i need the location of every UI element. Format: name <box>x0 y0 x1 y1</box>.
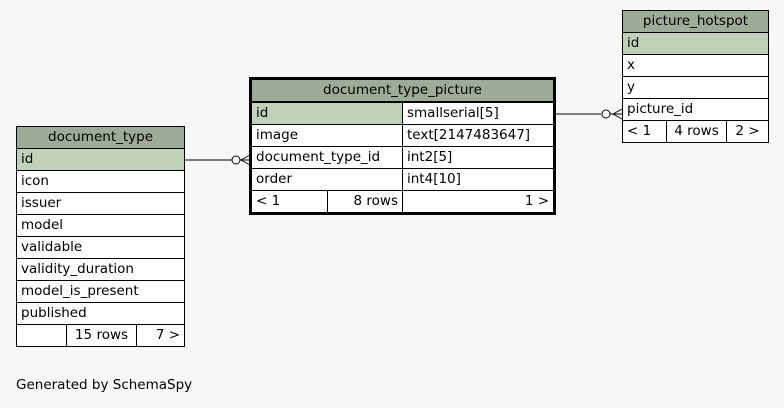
parents-link[interactable]: < 1 <box>622 120 667 143</box>
column-row[interactable]: id <box>15 148 186 171</box>
children-link[interactable]: 2 > <box>725 120 770 143</box>
column-row[interactable]: model <box>15 214 186 237</box>
column-row[interactable]: validity_duration <box>15 258 186 281</box>
children-link[interactable]: 1 > <box>401 190 555 213</box>
parents-link[interactable]: < 1 <box>251 190 328 213</box>
row-count: 8 rows <box>327 190 403 213</box>
row-count: 15 rows <box>66 324 137 347</box>
column-name[interactable]: document_type_id <box>251 146 403 169</box>
table-document-type-picture: document_type_picture id smallserial[5] … <box>248 77 557 215</box>
edge-picture-to-hotspot <box>554 108 623 120</box>
column-row[interactable]: issuer <box>15 192 186 215</box>
column-name[interactable]: id <box>251 101 403 125</box>
column-row[interactable]: published <box>15 302 186 325</box>
column-row[interactable]: validable <box>15 236 186 259</box>
column-row[interactable]: y <box>621 76 770 99</box>
table-document-type: document_type id icon issuer model valid… <box>15 126 186 347</box>
table-header[interactable]: picture_hotspot <box>621 10 770 33</box>
table-picture-hotspot: picture_hotspot id x y picture_id < 1 4 … <box>621 10 770 143</box>
column-row[interactable]: x <box>621 54 770 77</box>
column-row[interactable]: icon <box>15 170 186 193</box>
column-row[interactable]: model_is_present <box>15 280 186 303</box>
column-type: int2[5] <box>401 146 555 169</box>
children-link[interactable]: 7 > <box>135 324 186 347</box>
table-header[interactable]: document_type <box>15 126 186 149</box>
column-row[interactable]: id <box>621 32 770 55</box>
column-row[interactable]: picture_id <box>621 98 770 121</box>
generated-by-footer: Generated by SchemaSpy <box>16 377 193 393</box>
column-type: smallserial[5] <box>401 101 555 125</box>
edge-document-type-to-picture <box>184 154 251 166</box>
column-type: text[2147483647] <box>401 124 555 147</box>
column-type: int4[10] <box>401 168 555 191</box>
column-name[interactable]: image <box>251 124 403 147</box>
column-name[interactable]: order <box>251 168 403 191</box>
row-count: 4 rows <box>666 120 727 143</box>
table-header[interactable]: document_type_picture <box>250 79 555 103</box>
parents-link[interactable] <box>16 324 67 347</box>
